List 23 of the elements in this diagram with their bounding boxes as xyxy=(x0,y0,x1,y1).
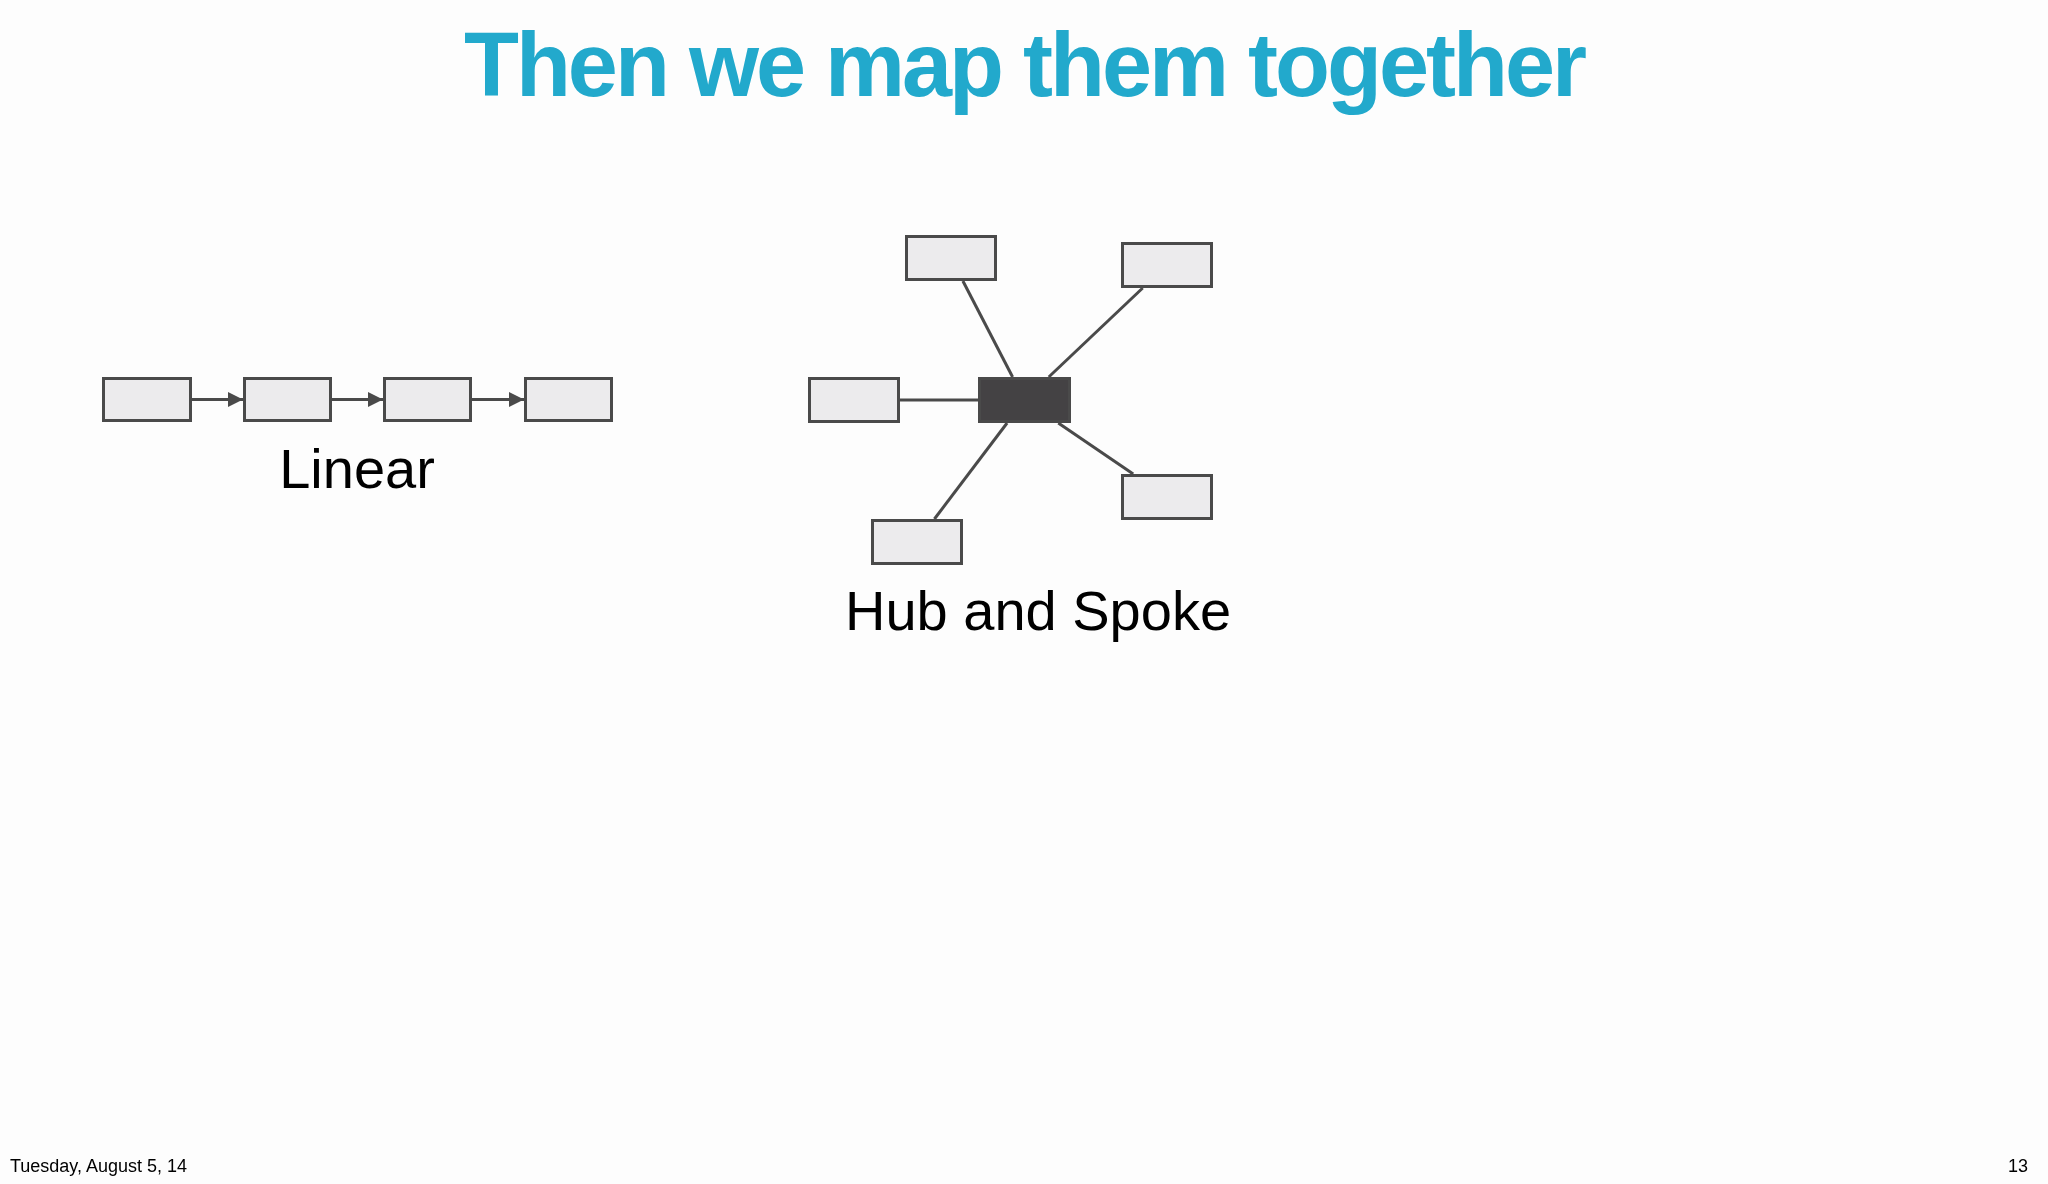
process-box xyxy=(102,377,192,422)
hub-box xyxy=(978,377,1071,423)
connector-line xyxy=(961,280,1014,378)
diagram-label: Linear xyxy=(279,436,435,501)
page-number: 13 xyxy=(2007,1156,2028,1177)
process-box xyxy=(524,377,613,422)
connector-line xyxy=(1057,421,1135,476)
process-box xyxy=(871,519,963,565)
process-box xyxy=(1121,242,1213,288)
arrow xyxy=(332,392,383,407)
slide-title: Then we map them together xyxy=(462,14,1586,117)
arrow xyxy=(192,392,243,407)
connector-line xyxy=(933,422,1009,520)
process-box xyxy=(905,235,997,281)
process-box xyxy=(383,377,472,422)
process-box xyxy=(243,377,332,422)
date-footer: Tuesday, August 5, 14 xyxy=(10,1156,188,1177)
process-box xyxy=(1121,474,1213,520)
connector-line xyxy=(1047,286,1144,379)
diagram-label: Hub and Spoke xyxy=(844,578,1232,643)
arrow xyxy=(472,392,524,407)
process-box xyxy=(808,377,900,423)
connector-line xyxy=(900,398,978,402)
